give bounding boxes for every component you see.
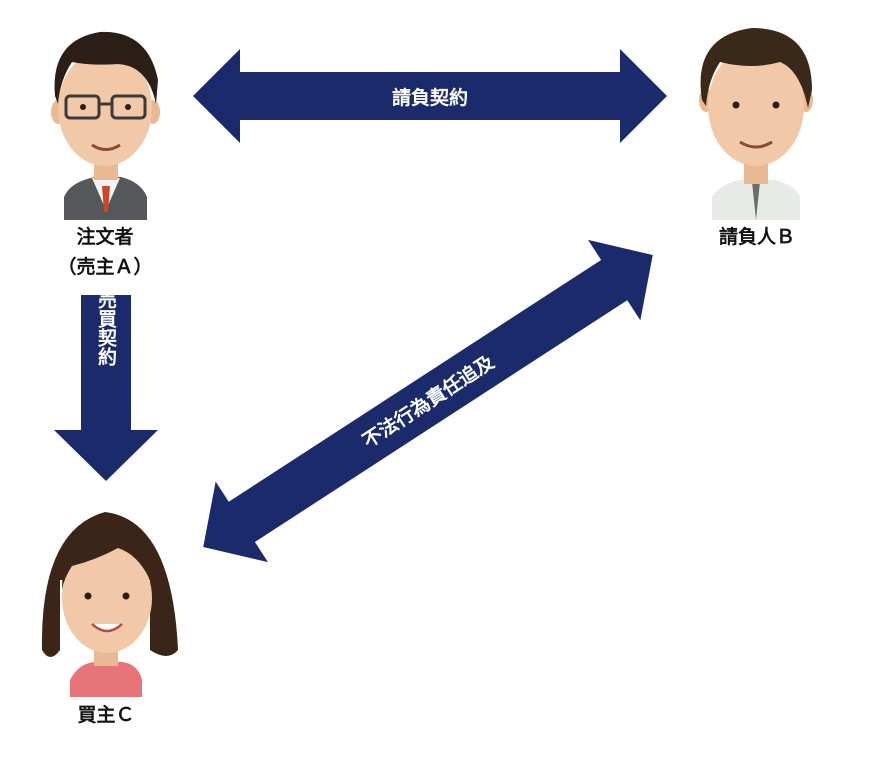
sale-arrow-label: 売買契約 [95,289,118,366]
sale-arrow-shape [54,295,158,481]
contract-arrow-shape [193,49,667,143]
buyer-name: 買主Ｃ [77,704,135,726]
contract-arrow-label: 請負契約 [392,86,468,109]
contractor-label: 請負人Ｂ [692,222,822,252]
sale-arrow-a-c: 売買契約 [54,289,158,481]
young-man-avatar [699,28,813,220]
buyer-label: 買主Ｃ [46,700,166,730]
orderer-name: 注文者 [76,226,134,248]
contractor-name: 請負人Ｂ [718,226,795,248]
man-with-glasses-avatar [51,31,160,220]
tort-arrow-shape [203,239,653,563]
young-woman-avatar [41,512,178,697]
orderer-subtitle: （売主Ａ） [57,256,153,278]
tort-arrow-label: 不法行為責任追及 [358,350,499,453]
tort-arrow-b-c: 不法行為責任追及 [203,239,653,563]
orderer-label: 注文者 （売主Ａ） [45,222,165,282]
contract-arrow-a-b: 請負契約 [193,49,667,143]
